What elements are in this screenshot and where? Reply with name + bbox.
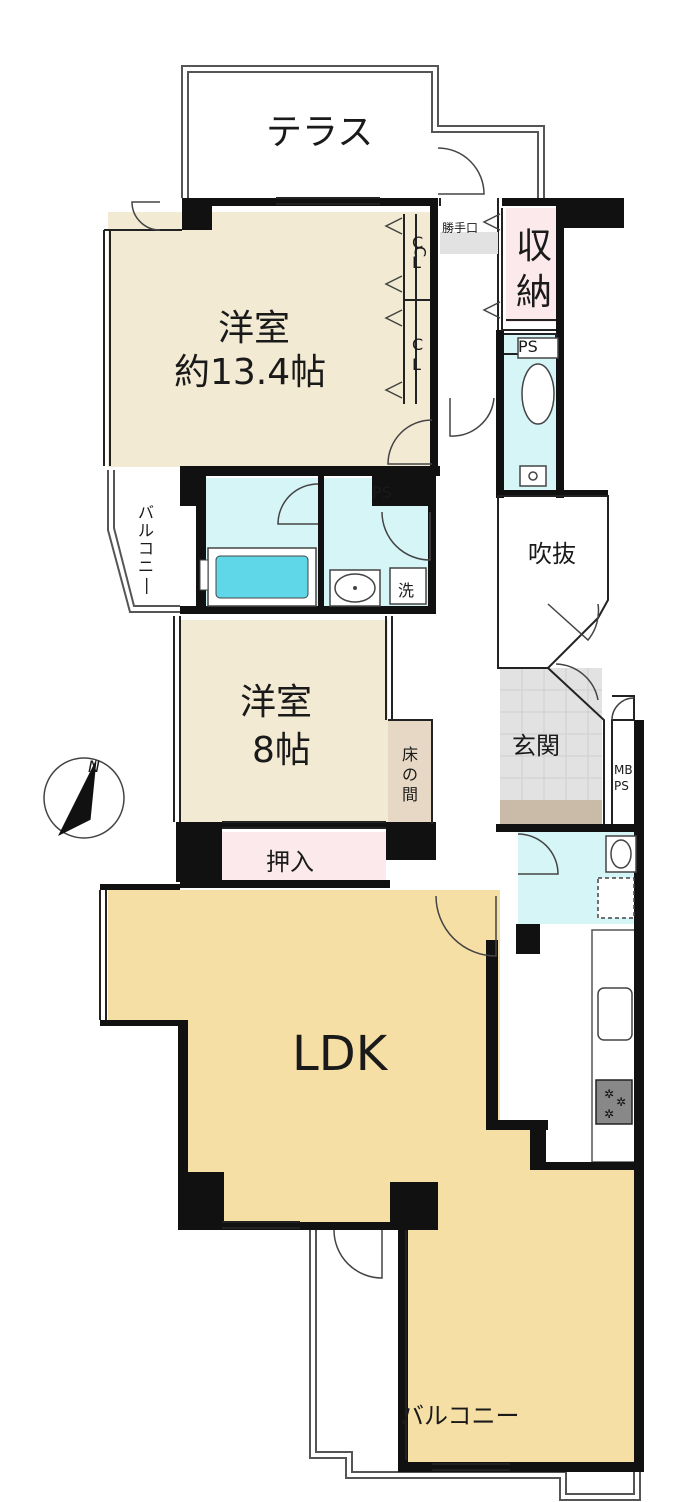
terrace-area bbox=[181, 65, 545, 198]
service-door-label: 勝手口 bbox=[442, 220, 478, 235]
stove: ✲ ✲ ✲ bbox=[595, 1079, 633, 1125]
entrance-label: 玄関 bbox=[512, 732, 560, 760]
door-swings bbox=[131, 147, 635, 1279]
storage-label-1: 収 bbox=[516, 226, 552, 267]
toilet bbox=[517, 337, 559, 487]
kitchen-sink bbox=[597, 987, 633, 1041]
compass: N bbox=[43, 757, 125, 839]
svg-text:コ: コ bbox=[138, 539, 154, 558]
bedroom2-label-1: 洋室 bbox=[240, 682, 312, 723]
svg-text:バ: バ bbox=[138, 503, 154, 522]
closet-l-2: L bbox=[412, 355, 421, 374]
service-door-floor bbox=[440, 232, 498, 254]
closet-c-1: C bbox=[412, 233, 423, 252]
bathtub bbox=[199, 547, 317, 607]
large-balcony-label: バルコニー bbox=[400, 1402, 520, 1430]
entrance-floor bbox=[500, 668, 602, 824]
compass-north-label: N bbox=[88, 757, 100, 776]
closet-fold-doors bbox=[384, 213, 501, 399]
lavatory-sink bbox=[597, 835, 637, 919]
thin-walls bbox=[99, 197, 635, 1471]
storage-floor bbox=[506, 208, 562, 322]
ps-label-wash: PS bbox=[372, 483, 392, 502]
svg-text:ル: ル bbox=[138, 521, 154, 540]
closet-l-1: L bbox=[412, 253, 421, 272]
oshiire-label: 押入 bbox=[266, 848, 314, 876]
mbps-label-1: MB bbox=[614, 763, 633, 777]
tokonoma-floor bbox=[388, 720, 432, 825]
wash-basin bbox=[329, 567, 427, 607]
storage-label-2: 納 bbox=[516, 272, 552, 313]
closet-c-2: C bbox=[412, 335, 423, 354]
bedroom1-floor bbox=[108, 212, 438, 467]
closet-label-1: C bbox=[411, 246, 430, 257]
bedroom1-label-2: 約13.4帖 bbox=[174, 352, 326, 393]
bedroom2-floor bbox=[180, 620, 388, 825]
svg-text:✲: ✲ bbox=[604, 1087, 614, 1101]
terrace-label: テラス bbox=[266, 112, 373, 153]
bedroom1-label-1: 洋室 bbox=[218, 308, 290, 349]
ldk-label: LDK bbox=[292, 1026, 389, 1082]
walls bbox=[100, 198, 644, 1472]
mbps-label-2: PS bbox=[614, 779, 629, 793]
tokonoma-label-3: 間 bbox=[402, 785, 418, 804]
kitchen-counter bbox=[591, 929, 637, 1163]
bedroom2-label-2: 8帖 bbox=[252, 730, 311, 771]
void-label: 吹抜 bbox=[528, 540, 576, 568]
ps-label-toilet: PS bbox=[518, 337, 538, 356]
tokonoma-label-1: 床 bbox=[402, 745, 418, 764]
ldk-floor bbox=[108, 890, 636, 1464]
svg-text:|: | bbox=[144, 575, 149, 594]
svg-text:ニ: ニ bbox=[138, 557, 154, 576]
svg-text:✲: ✲ bbox=[604, 1107, 614, 1121]
wash-label: 洗 bbox=[398, 581, 414, 600]
svg-text:✲: ✲ bbox=[616, 1095, 626, 1109]
tokonoma-label-2: の bbox=[402, 765, 418, 784]
small-balcony-label: バ ル コ ニ | bbox=[138, 503, 154, 594]
small-balcony-area bbox=[107, 470, 180, 613]
oshiire-floor bbox=[218, 832, 386, 880]
